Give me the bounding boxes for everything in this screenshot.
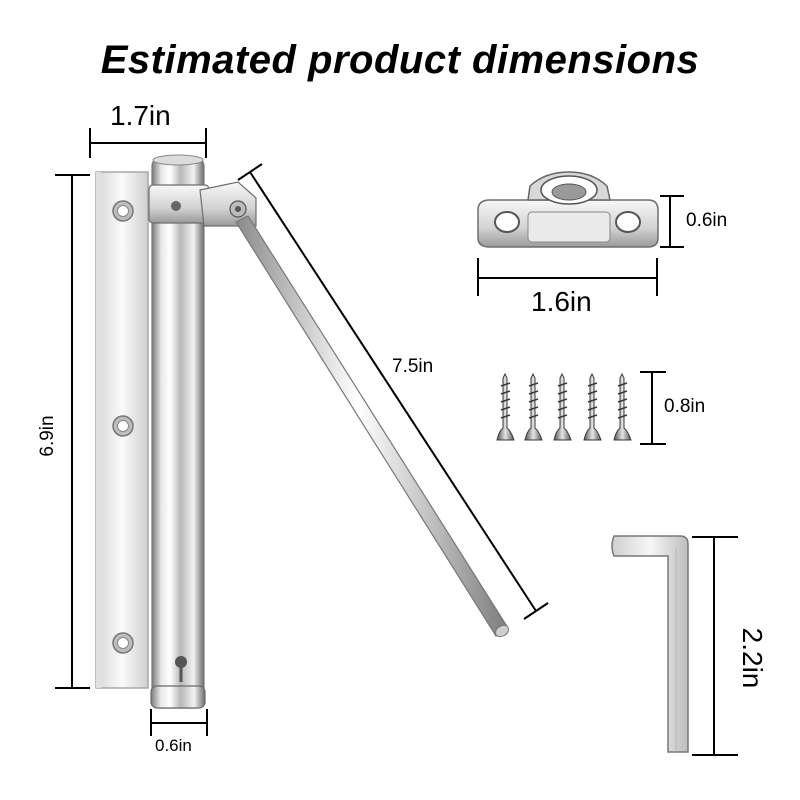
adjust-screw	[175, 656, 187, 682]
screw-length-label: 0.8in	[664, 396, 706, 417]
screw-icon	[524, 373, 543, 441]
closer-arm	[235, 215, 510, 638]
arm-length-label: 7.5in	[392, 356, 434, 377]
screw-icon	[613, 373, 632, 441]
bracket-height-label: 0.6in	[686, 210, 728, 231]
hex-key-icon	[611, 535, 689, 753]
screws-group	[496, 372, 632, 441]
door-closer-icon	[95, 154, 510, 709]
plate-hole-middle	[112, 415, 134, 437]
closer-cylinder	[151, 157, 205, 709]
bracket-icon	[477, 171, 659, 248]
plate-hole-bottom	[112, 632, 134, 654]
screw-icon	[496, 372, 515, 441]
base-width-label: 0.6in	[155, 736, 192, 755]
plate-hole-top	[112, 200, 134, 222]
height-label: 6.9in	[37, 415, 58, 457]
cylinder-end-cap	[150, 685, 206, 709]
screw-icon	[583, 373, 602, 441]
screw-icon	[553, 373, 572, 441]
dimension-lines	[55, 128, 738, 756]
page-title: Estimated product dimensions	[100, 38, 700, 82]
bracket-width-label: 1.6in	[531, 286, 592, 317]
width-label: 1.7in	[110, 100, 171, 131]
wrench-length-label: 2.2in	[737, 627, 768, 689]
